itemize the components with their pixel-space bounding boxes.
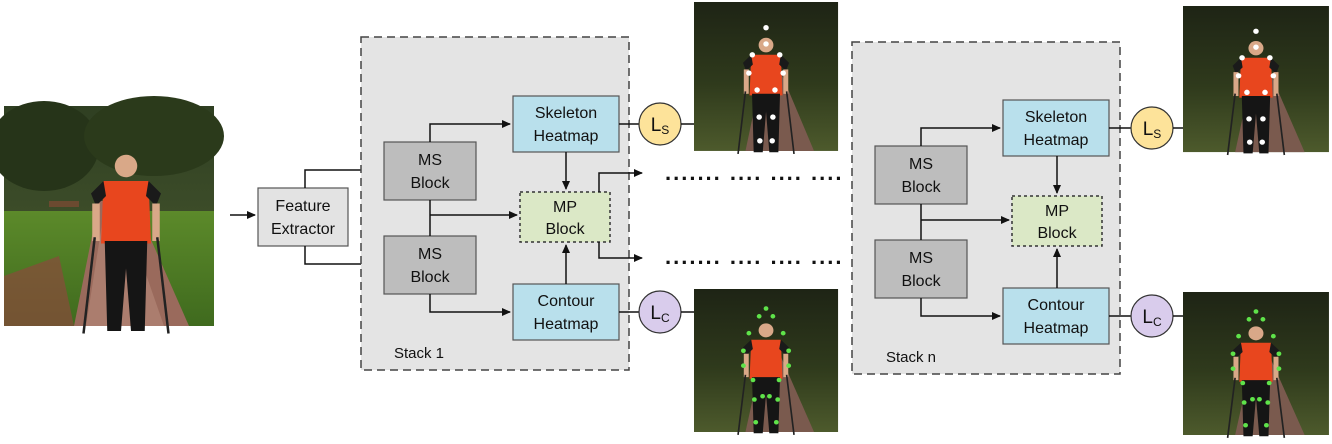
arrow-mp-out-top bbox=[598, 169, 643, 192]
ellipsis-bottom: ....... .... .... .... .... bbox=[665, 244, 884, 269]
arrow-ms-top-to-skeleton bbox=[429, 120, 511, 142]
contour-points-n bbox=[1230, 309, 1282, 428]
stack-n-mp-line1: MP bbox=[1045, 203, 1069, 220]
loss-s-n-sub: S bbox=[1153, 127, 1161, 141]
stack-n-ms-block-bottom bbox=[874, 239, 968, 299]
stack-1: MS Block MS Block Skeleton Heatmap MP Bl… bbox=[360, 36, 643, 371]
stack-n-ms-bottom-line1: MS bbox=[909, 250, 933, 267]
contour-points bbox=[740, 306, 792, 425]
stack-1-skeleton-line2: Heatmap bbox=[534, 128, 599, 145]
svg-text:LC: LC bbox=[1142, 307, 1162, 329]
stack-1-ms-block-top bbox=[383, 141, 477, 201]
stack-n: MS Block MS Block Skeleton Heatmap MP Bl… bbox=[851, 41, 1121, 375]
stack-n-skeleton-output-photo bbox=[1183, 6, 1329, 156]
loss-c-n-main: L bbox=[1142, 307, 1153, 328]
stack-1-label: Stack 1 bbox=[394, 345, 444, 362]
input-photo bbox=[0, 96, 224, 335]
loss-s-1-sub: S bbox=[661, 123, 669, 137]
arrow-n-ms-top-to-skeleton bbox=[920, 124, 1001, 146]
stack-1-contour-line2: Heatmap bbox=[534, 316, 599, 333]
skeleton-joints bbox=[746, 25, 786, 144]
stack-1-ms-bottom-line1: MS bbox=[418, 246, 442, 263]
stack-1-mp-block bbox=[519, 191, 611, 243]
stack-1-loss-c: LC bbox=[638, 290, 682, 334]
loss-s-n-main: L bbox=[1143, 119, 1154, 140]
loss-c-1-main: L bbox=[650, 303, 661, 324]
arrow-n-ms-bottom-to-contour bbox=[920, 298, 1001, 320]
stack-n-skeleton-line2: Heatmap bbox=[1024, 132, 1089, 149]
stack-1-skeleton-output-photo bbox=[694, 2, 839, 155]
stack-1-ms-bottom-line2: Block bbox=[410, 269, 450, 286]
loss-s-1-main: L bbox=[651, 115, 662, 136]
stack-1-ms-top-line1: MS bbox=[418, 152, 442, 169]
stack-n-loss-s: LS bbox=[1130, 106, 1174, 150]
stack-n-ms-bottom-line2: Block bbox=[901, 273, 941, 290]
stack-n-ms-top-line1: MS bbox=[909, 156, 933, 173]
svg-text:LS: LS bbox=[1143, 119, 1162, 141]
stack-1-skeleton-heatmap bbox=[512, 95, 620, 153]
stack-n-ms-top-line2: Block bbox=[901, 179, 941, 196]
stack-n-contour-line1: Contour bbox=[1028, 297, 1086, 314]
arrow-mp-out-bottom bbox=[598, 242, 643, 262]
stack-1-contour-output-photo bbox=[694, 289, 839, 436]
stack-1-mp-line1: MP bbox=[553, 199, 577, 216]
stack-1-ms-top-line2: Block bbox=[410, 175, 450, 192]
feature-extractor-line2: Extractor bbox=[271, 221, 336, 238]
stack-n-mp-line2: Block bbox=[1037, 225, 1077, 242]
svg-text:LC: LC bbox=[650, 303, 670, 325]
arrow-extractor-to-ms-bottom bbox=[304, 246, 381, 268]
stack-n-ms-block-top bbox=[874, 145, 968, 205]
stack-1-mp-line2: Block bbox=[545, 221, 585, 238]
stack-1-contour-line1: Contour bbox=[538, 293, 596, 310]
stack-n-skeleton-line1: Skeleton bbox=[1025, 109, 1087, 126]
skeleton-joints-n bbox=[1235, 28, 1277, 145]
loss-c-1-sub: C bbox=[661, 311, 670, 325]
arrow-ms-bottom-to-contour bbox=[429, 294, 511, 316]
stack-n-skeleton-heatmap bbox=[1002, 99, 1110, 157]
stack-1-ms-block-bottom bbox=[383, 235, 477, 295]
svg-text:LS: LS bbox=[651, 115, 670, 137]
stack-1-contour-heatmap bbox=[512, 283, 620, 341]
stack-n-contour-output-photo bbox=[1183, 292, 1329, 439]
stack-1-loss-s: LS bbox=[638, 102, 682, 146]
stack-n-contour-heatmap bbox=[1002, 287, 1110, 345]
stack-n-mp-block bbox=[1011, 195, 1103, 247]
loss-c-n-sub: C bbox=[1153, 315, 1162, 329]
stack-1-skeleton-line1: Skeleton bbox=[535, 105, 597, 122]
stack-n-loss-c: LC bbox=[1130, 294, 1174, 338]
feature-extractor-line1: Feature bbox=[275, 198, 330, 215]
ellipsis-top: ....... .... .... .... .... bbox=[665, 160, 884, 185]
stack-n-contour-line2: Heatmap bbox=[1024, 320, 1089, 337]
arrow-extractor-to-ms-top bbox=[304, 166, 381, 188]
feature-extractor-block: Feature Extractor bbox=[257, 187, 349, 247]
stack-n-label: Stack n bbox=[886, 349, 936, 366]
